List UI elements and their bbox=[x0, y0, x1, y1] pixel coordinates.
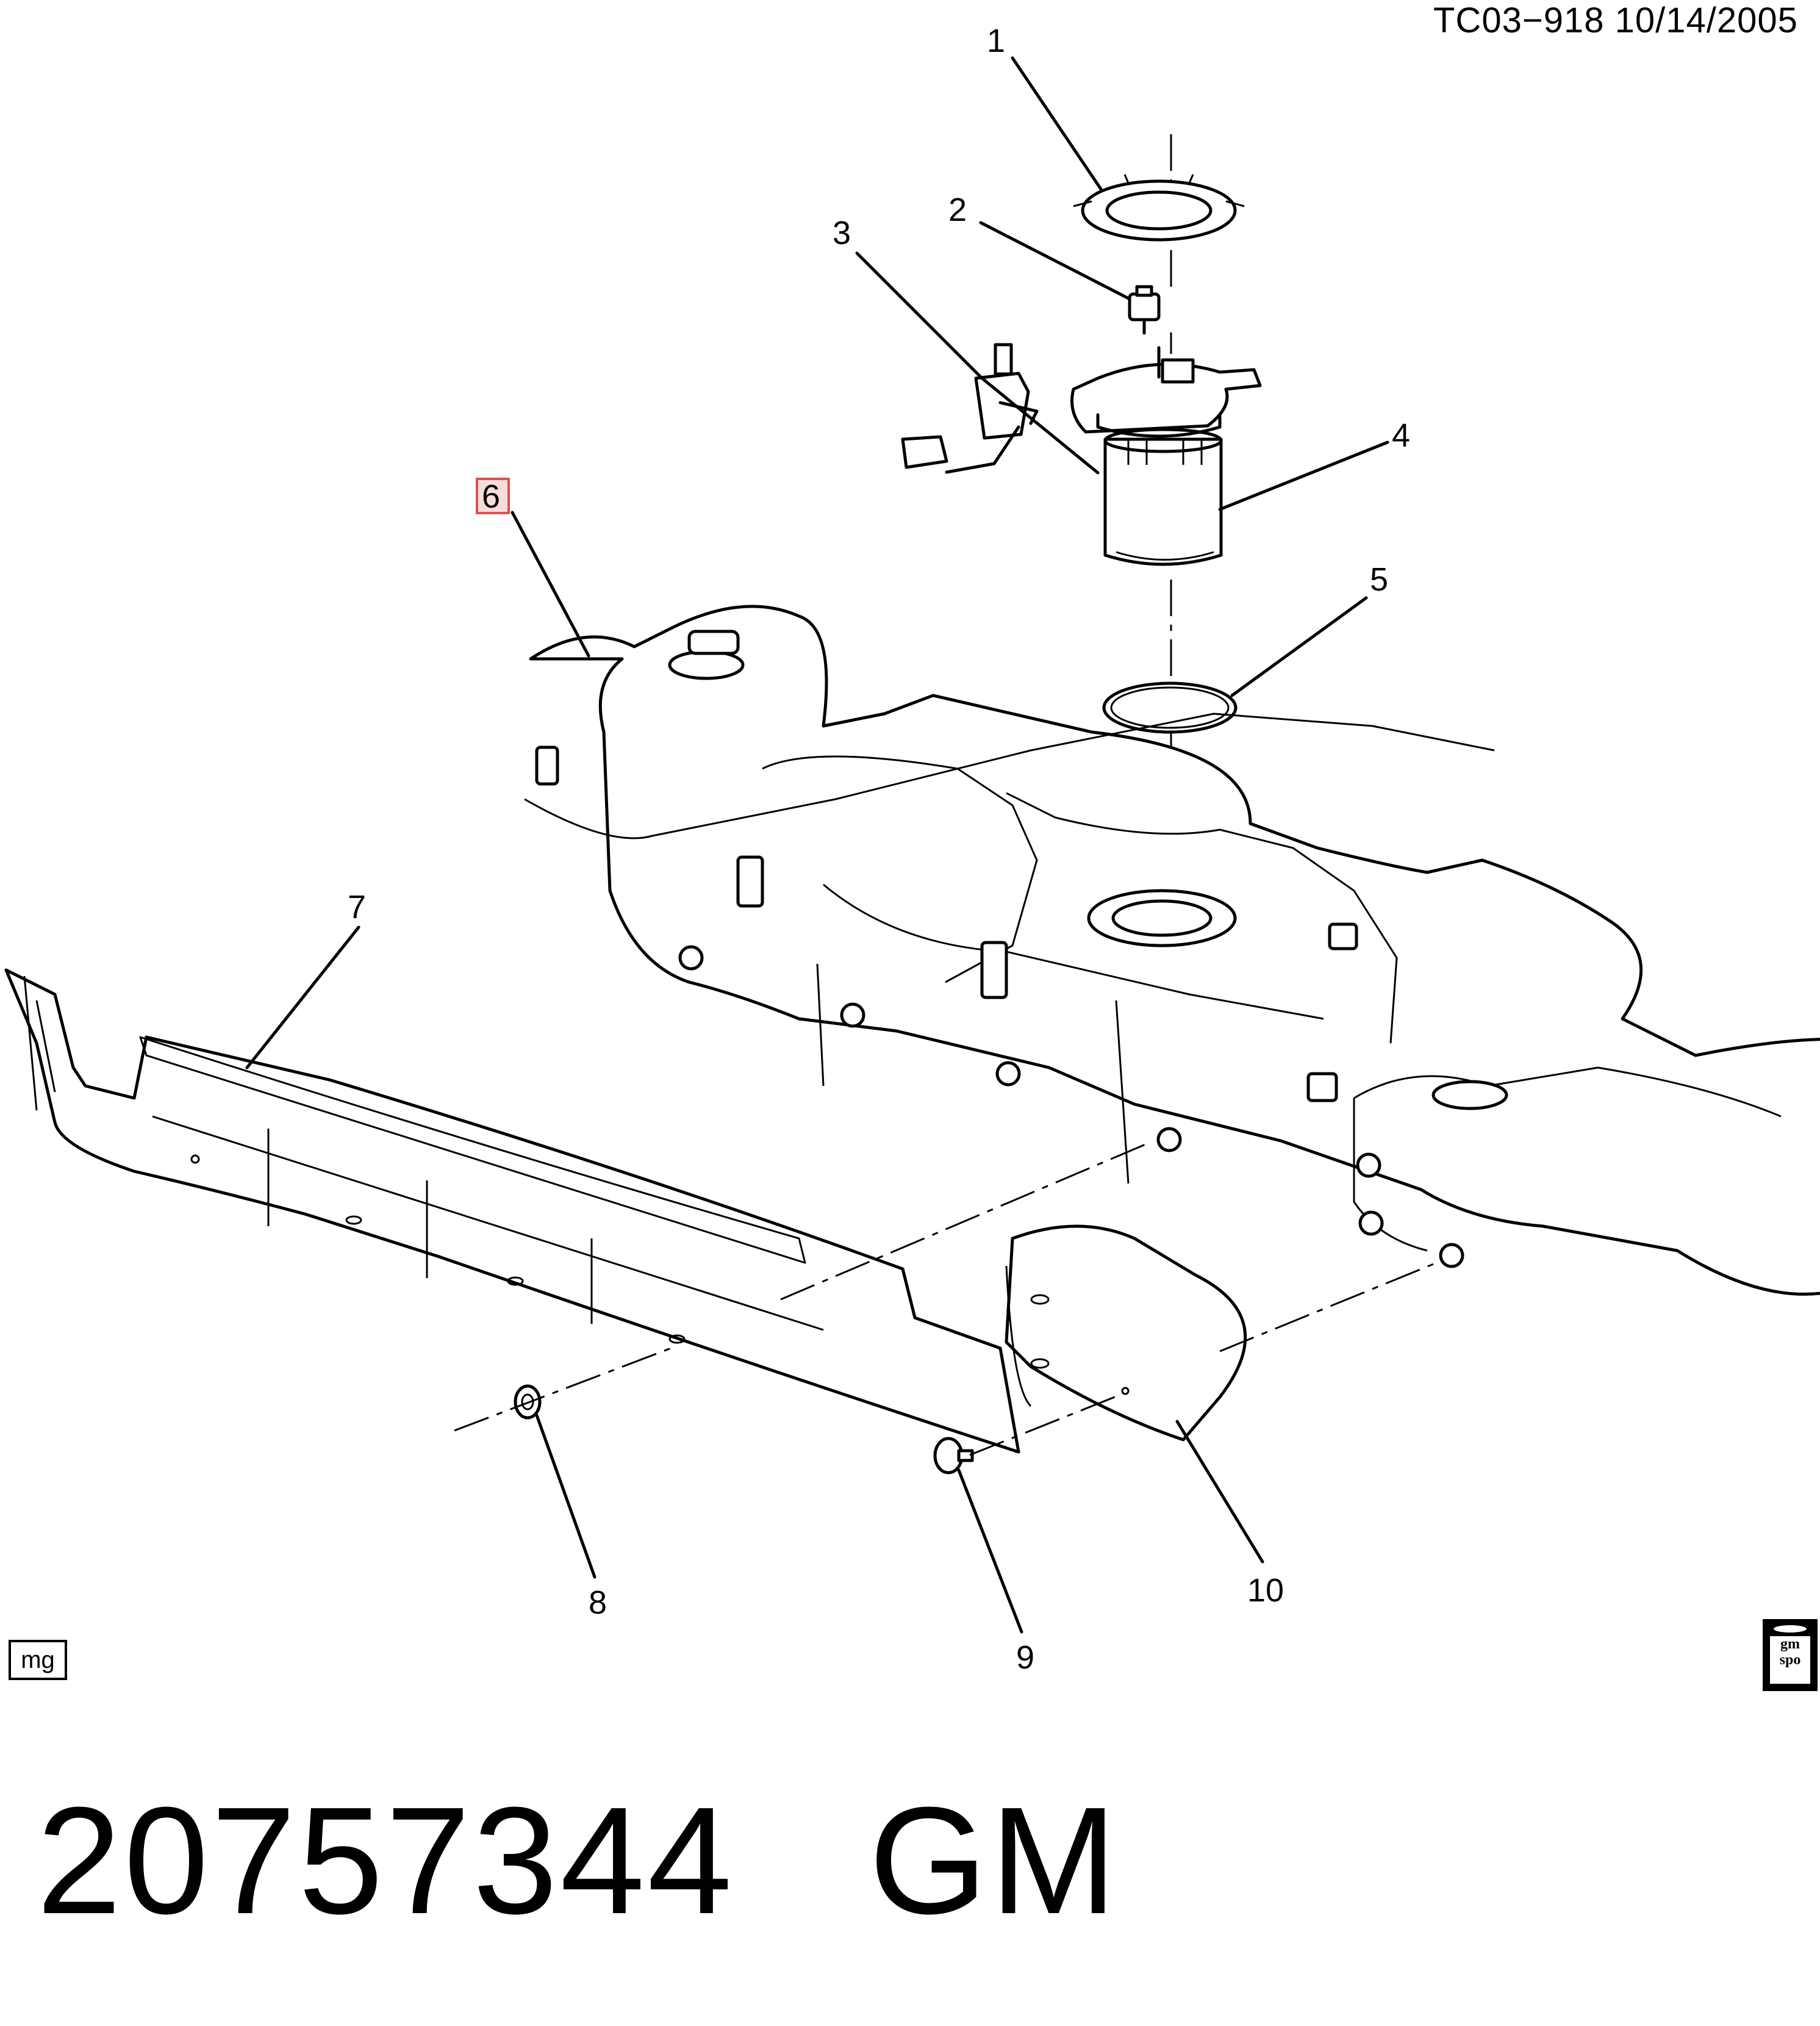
drawing-reference: TC03−918 10/14/2005 bbox=[1433, 1, 1798, 40]
callout-5: 5 bbox=[1370, 561, 1388, 598]
leader-lines bbox=[245, 56, 1389, 1634]
callout-4: 4 bbox=[1392, 417, 1410, 454]
callout-10: 10 bbox=[1247, 1572, 1284, 1609]
fuel-pressure-sensor bbox=[1128, 285, 1161, 335]
lock-ring bbox=[1073, 174, 1245, 242]
pump-seal bbox=[1102, 681, 1238, 734]
callout-3: 3 bbox=[833, 215, 851, 251]
callout-8: 8 bbox=[589, 1584, 607, 1621]
brand-name: GM bbox=[869, 1775, 1120, 1945]
tank-shield-small bbox=[1005, 1224, 1247, 1442]
callout-2: 2 bbox=[948, 192, 967, 228]
tank-shield-long bbox=[4, 968, 1020, 1454]
gm-spo-logo: gm spo bbox=[1763, 1619, 1818, 1691]
part-number: 20757344 bbox=[37, 1775, 735, 1945]
callout-7: 7 bbox=[348, 889, 366, 925]
logo-top-text: gm bbox=[1780, 1636, 1800, 1652]
part-number-line: 20757344 GM bbox=[37, 1781, 1119, 1940]
fuel-tank bbox=[524, 605, 1820, 1296]
callout-6: 6 bbox=[482, 478, 500, 515]
shield-bolt bbox=[933, 1437, 974, 1475]
fuel-pump-module bbox=[1070, 346, 1262, 566]
mg-badge: mg bbox=[9, 1640, 67, 1680]
callout-1: 1 bbox=[987, 23, 1005, 59]
logo-bottom-text: spo bbox=[1779, 1652, 1801, 1668]
callout-9: 9 bbox=[1016, 1639, 1034, 1676]
callout-6-highlight-box bbox=[476, 478, 510, 514]
fuel-tank-exploded-diagram: 1 2 3 4 5 6 7 8 9 10 bbox=[4, 23, 1820, 1676]
